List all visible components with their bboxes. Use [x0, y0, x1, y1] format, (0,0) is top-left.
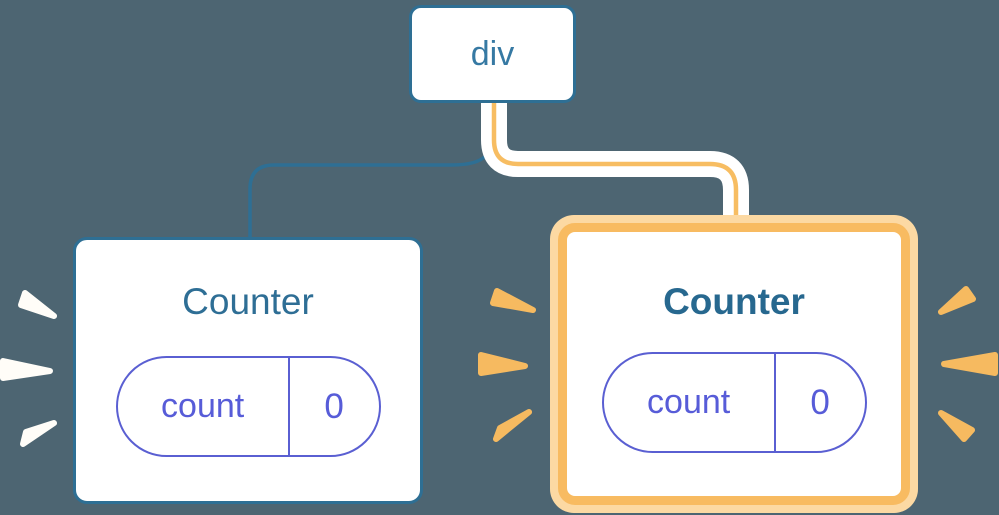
- state-pill: count 0: [601, 352, 867, 453]
- spark-icon: [20, 420, 57, 447]
- spark-icon: [938, 410, 975, 442]
- spark-icon: [0, 358, 53, 381]
- counter-card-right-highlight-ring: Counter count 0: [550, 215, 918, 513]
- tree-node-div: div: [409, 5, 576, 103]
- spark-icon: [478, 352, 528, 376]
- burst-sparks-middle-orange-icon: [478, 288, 536, 442]
- state-pill: count 0: [115, 356, 381, 457]
- spark-icon: [490, 288, 536, 313]
- edge-root-to-right-counter-casing: [481, 96, 749, 226]
- counter-title: Counter: [663, 281, 805, 322]
- counter-title: Counter: [182, 281, 314, 322]
- state-value: 0: [324, 386, 344, 426]
- spark-icon: [493, 409, 532, 442]
- edge-root-to-left-counter: [248, 100, 495, 242]
- state-value: 0: [810, 382, 830, 422]
- burst-sparks-left-white-icon: [0, 290, 57, 447]
- spark-icon: [938, 286, 976, 315]
- edge-root-to-right-counter: [491, 96, 739, 226]
- counter-card-right: Counter count 0: [558, 223, 910, 505]
- state-key: count: [604, 354, 776, 451]
- burst-sparks-right-orange-icon: [938, 286, 998, 442]
- counter-card-left: Counter count 0: [73, 237, 423, 504]
- spark-icon: [18, 290, 57, 319]
- state-key: count: [118, 358, 290, 455]
- spark-icon: [941, 352, 998, 376]
- tree-node-div-label: div: [470, 34, 515, 73]
